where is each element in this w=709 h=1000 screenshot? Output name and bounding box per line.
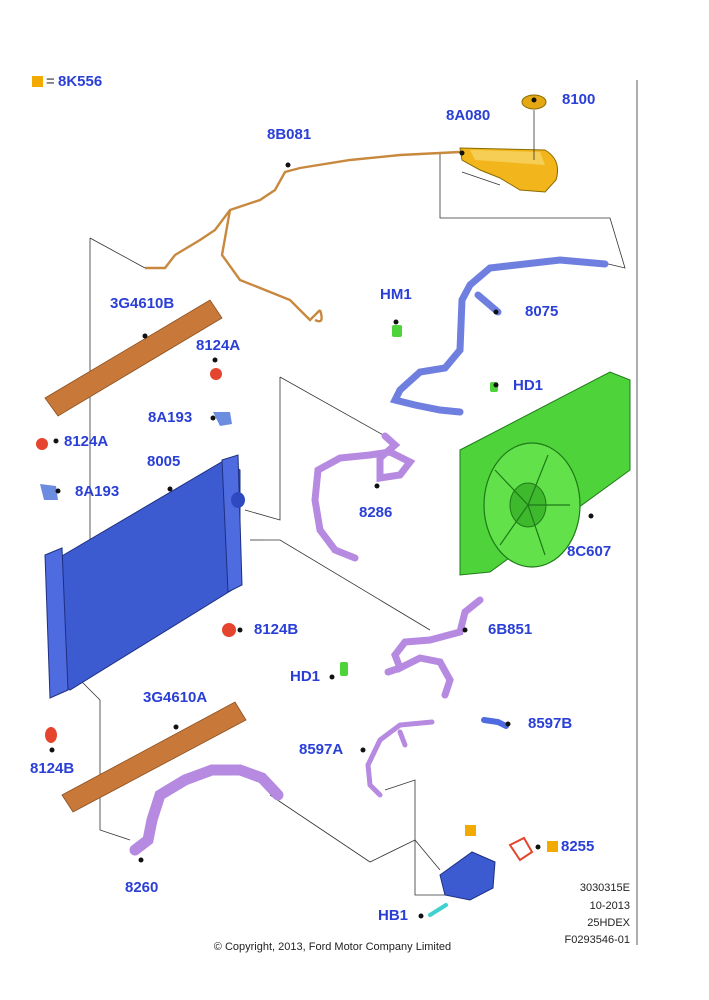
label-8c607: 8C607 (567, 543, 612, 560)
label-8286: 8286 (359, 504, 393, 521)
water-outlet (428, 836, 534, 917)
legend-equals: = (46, 73, 55, 90)
label-8260: 8260 (125, 879, 159, 896)
label-8124b-right: 8124B (254, 621, 299, 638)
copyright-notice: © Copyright, 2013, Ford Motor Company Li… (213, 941, 452, 953)
hose-8597 (365, 719, 435, 798)
hose-8075 (389, 256, 609, 416)
label-8597a: 8597A (299, 741, 344, 758)
drawing-variant: 25HDEX (587, 917, 630, 929)
leader-dots (49, 97, 594, 919)
label-3g4610a: 3G4610A (143, 689, 208, 706)
marker-8k556-outlet (465, 825, 476, 836)
legend-marker (32, 76, 43, 87)
radiator (44, 454, 245, 699)
hose-6B851 (384, 596, 484, 699)
label-hd1-top: HD1 (513, 377, 544, 394)
label-hd1-mid: HD1 (290, 668, 321, 685)
figure-number: F0293546-01 (564, 934, 630, 946)
label-8a193-left: 8A193 (75, 483, 120, 500)
leader-lines (59, 80, 638, 945)
label-hb1: HB1 (378, 907, 409, 924)
label-8075: 8075 (525, 303, 559, 320)
wiring-harness (145, 150, 461, 323)
hose-8597B (481, 717, 509, 729)
label-8597b: 8597B (528, 715, 573, 732)
label-hm1: HM1 (380, 286, 412, 303)
label-8a080: 8A080 (446, 107, 491, 124)
fan-shroud (459, 371, 631, 576)
drawing-code: 3030315E (579, 882, 630, 894)
hose-8260 (129, 764, 284, 856)
label-8124a-top: 8124A (196, 337, 241, 354)
hose-8286 (311, 432, 416, 562)
label-8a193-top: 8A193 (148, 409, 193, 426)
seal-lower (61, 701, 247, 813)
drain-plugs (36, 368, 236, 743)
label-8124b-left: 8124B (30, 760, 75, 777)
brackets (40, 412, 232, 500)
marker-8k556-8255 (547, 841, 558, 852)
label-3g4610b: 3G4610B (110, 295, 175, 312)
label-6b851: 6B851 (488, 621, 533, 638)
label-8b081: 8B081 (267, 126, 312, 143)
label-8100: 8100 (562, 91, 596, 108)
label-8005: 8005 (147, 453, 181, 470)
label-8124a-left: 8124A (64, 433, 109, 450)
expansion-tank (459, 94, 559, 193)
drawing-date: 10-2013 (589, 900, 630, 912)
label-8255: 8255 (561, 838, 595, 855)
legend-label: 8K556 (58, 73, 103, 90)
seal-upper (44, 299, 223, 417)
